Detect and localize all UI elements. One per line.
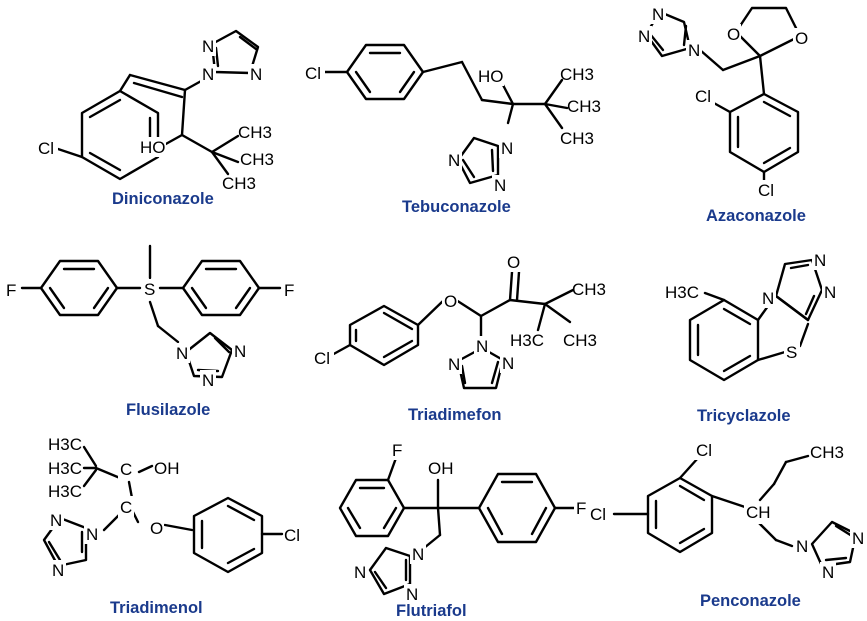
atom-label: HO	[140, 138, 166, 157]
atom-label: CH3	[560, 129, 594, 148]
atom-label: O	[150, 519, 163, 538]
atom-label: N	[52, 561, 64, 580]
atom-label: N	[234, 342, 246, 361]
atom-label: H3C	[48, 435, 82, 454]
atom-label: C	[120, 460, 132, 479]
atom-label: N	[202, 371, 214, 390]
atom-label: N	[796, 537, 808, 556]
atom-label: N	[494, 176, 506, 195]
atom-label: CH3	[238, 123, 272, 142]
atom-label: N	[448, 151, 460, 170]
structure-diniconazole: Cl HO CH3 CH3 CH3 N N N Diniconazole	[36, 29, 274, 208]
atom-label: N	[86, 525, 98, 544]
atom-label: F	[392, 441, 402, 460]
atom-label: Cl	[314, 349, 330, 368]
atom-label: N	[638, 27, 650, 46]
atom-label: Cl	[284, 526, 300, 545]
atom-label: N	[202, 37, 214, 56]
atom-label: O	[507, 253, 520, 272]
structure-tricyclazole: H3C S N N N Tricyclazole	[663, 250, 838, 425]
atom-label: H3C	[48, 459, 82, 478]
atom-label: N	[688, 41, 700, 60]
atom-label: N	[50, 511, 62, 530]
atom-label: F	[6, 281, 16, 300]
compound-name: Tricyclazole	[697, 407, 791, 425]
structure-azaconazole: Cl Cl O O N N N Azaconazole	[636, 4, 809, 225]
atom-label: F	[284, 281, 294, 300]
atom-label: H3C	[48, 482, 82, 501]
atom-label: O	[727, 25, 740, 44]
structure-triadimenol: H3C H3C H3C C C OH O Cl N N N Triadimeno…	[42, 435, 300, 617]
atom-label: N	[354, 563, 366, 582]
atom-label: N	[822, 563, 834, 582]
atom-label: N	[412, 545, 424, 564]
structure-tebuconazole: Cl HO CH3 CH3 CH3 N N N Tebuconazole	[303, 43, 601, 216]
atom-label: Cl	[38, 139, 54, 158]
atom-label: Cl	[695, 87, 711, 106]
atom-label: OH	[154, 459, 180, 478]
atom-label: N	[852, 529, 864, 548]
atom-label: Cl	[696, 441, 712, 460]
structure-flutriafol: F F OH N N N Flutriafol	[338, 440, 590, 620]
compound-name: Azaconazole	[706, 207, 806, 225]
atom-label: Cl	[758, 181, 774, 200]
atom-label: N	[652, 5, 664, 24]
atom-label: CH3	[240, 150, 274, 169]
atom-label: S	[786, 343, 797, 362]
atom-label: CH3	[567, 97, 601, 116]
atom-label: CH3	[222, 174, 256, 193]
atom-label: N	[406, 585, 418, 604]
atom-label: N	[250, 65, 262, 84]
atom-label: N	[176, 344, 188, 363]
compound-name: Flusilazole	[126, 401, 210, 419]
atom-label: N	[824, 283, 836, 302]
atom-label: OH	[428, 459, 454, 478]
atom-label: N	[762, 289, 774, 308]
atom-label: N	[814, 251, 826, 270]
atom-label: N	[502, 354, 514, 373]
atom-label: H3C	[510, 331, 544, 350]
compound-name: Flutriafol	[396, 602, 467, 620]
atom-label: F	[576, 499, 586, 518]
compound-name: Triadimenol	[110, 599, 203, 617]
atom-label: O	[795, 29, 808, 48]
atom-label: N	[448, 355, 460, 374]
atom-label: H3C	[665, 283, 699, 302]
structure-flusilazole: F F S N N N Flusilazole	[4, 244, 298, 419]
atom-label: CH3	[560, 65, 594, 84]
atom-label: N	[476, 337, 488, 356]
structure-triadimefon: Cl O O CH3 CH3 H3C N N N Triadimefon	[312, 252, 606, 424]
atom-label: CH3	[563, 331, 597, 350]
compound-name: Penconazole	[700, 592, 801, 610]
compound-name: Tebuconazole	[402, 198, 511, 216]
atom-label: O	[444, 292, 457, 311]
atom-label: S	[144, 280, 155, 299]
structure-penconazole: Cl Cl CH3 CH N N N Penconazole	[588, 440, 866, 610]
atom-label: CH	[746, 503, 771, 522]
atom-label: CH3	[810, 443, 844, 462]
atom-label: N	[501, 139, 513, 158]
compound-name: Diniconazole	[112, 190, 214, 208]
atom-label: Cl	[590, 505, 606, 524]
atom-label: HO	[478, 67, 504, 86]
atom-label: Cl	[305, 64, 321, 83]
compound-name: Triadimefon	[408, 406, 502, 424]
atom-label: CH3	[572, 280, 606, 299]
atom-label: N	[202, 65, 214, 84]
atom-label: C	[120, 498, 132, 517]
